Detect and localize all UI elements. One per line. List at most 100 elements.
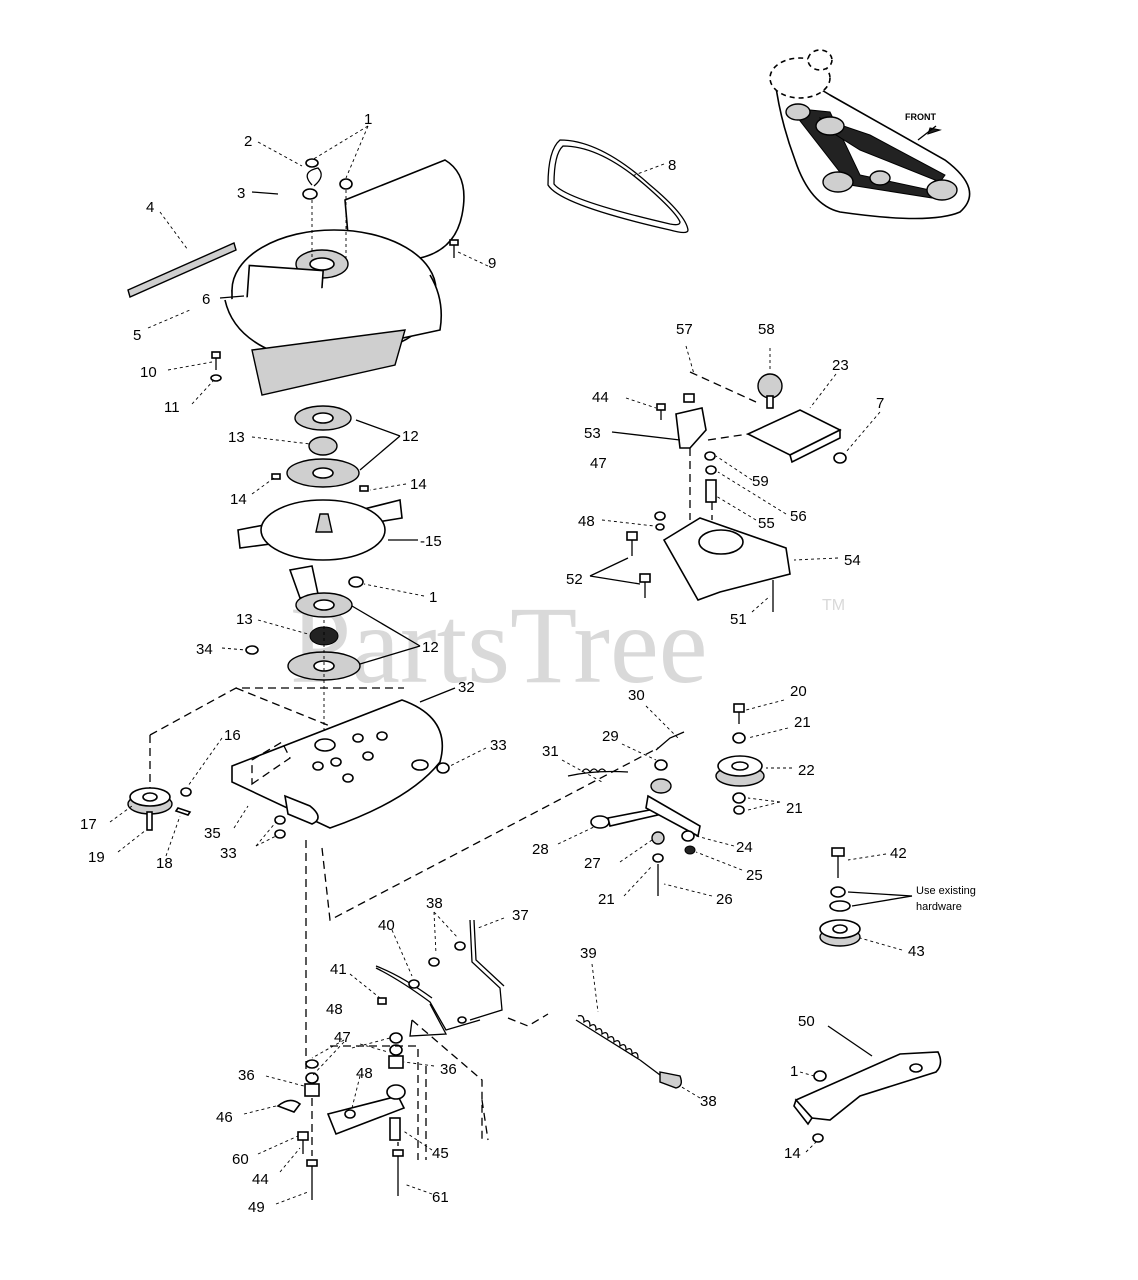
idler-pulley-22 [715, 703, 765, 815]
callout-2: 2 [244, 133, 252, 150]
callout-28: 28 [532, 841, 549, 858]
callout-labels: 1 2 3 4 5 6 8 9 10 11 13 12 14 14 -15 1 … [80, 111, 976, 1216]
callout-1: 1 [429, 589, 437, 606]
callout-49: 49 [248, 1199, 265, 1216]
callout-40: 40 [378, 917, 395, 934]
note-line-1: Use existing [916, 885, 976, 897]
blower-housing-assembly [224, 159, 465, 396]
callout-30: 30 [628, 687, 645, 704]
trademark-mark: TM [822, 597, 845, 614]
callout-44: 44 [592, 389, 609, 406]
callout-52: 52 [566, 571, 583, 588]
callout-12: 12 [402, 428, 419, 445]
callout-56: 56 [790, 508, 807, 525]
callout-16: 16 [224, 727, 241, 744]
callout-53: 53 [584, 425, 601, 442]
callout-47: 47 [334, 1029, 351, 1046]
callout-42: 42 [890, 845, 907, 862]
callout-41: 41 [330, 961, 347, 978]
callout-5: 5 [133, 327, 141, 344]
callout-26: 26 [716, 891, 733, 908]
callout-9: 9 [488, 255, 496, 272]
callout-50: 50 [798, 1013, 815, 1030]
callout-14: 14 [230, 491, 247, 508]
callout-33: 33 [490, 737, 507, 754]
callout-12: 12 [422, 639, 439, 656]
callout-13: 13 [236, 611, 253, 628]
callout-8: 8 [668, 157, 676, 174]
callout-20: 20 [790, 683, 807, 700]
mounting-plate [180, 699, 450, 829]
callout-22: 22 [798, 762, 815, 779]
callout-36: 36 [238, 1067, 255, 1084]
callout-38: 38 [426, 895, 443, 912]
nut-33-upper [274, 815, 286, 825]
callout-43: 43 [908, 943, 925, 960]
callout-59: 59 [752, 473, 769, 490]
callout-15: -15 [420, 533, 442, 550]
callout-17: 17 [80, 816, 97, 833]
callout-6: 6 [202, 291, 210, 308]
pulley-43 [819, 847, 861, 947]
callout-18: 18 [156, 855, 173, 872]
callout-51: 51 [730, 611, 747, 628]
callout-21: 21 [794, 714, 811, 731]
callout-58: 58 [758, 321, 775, 338]
callout-11: 11 [164, 399, 180, 416]
callout-48: 48 [326, 1001, 343, 1018]
spring-39 [575, 1014, 683, 1089]
callout-38: 38 [700, 1093, 717, 1110]
callout-1: 1 [364, 111, 372, 128]
callout-46: 46 [216, 1109, 233, 1126]
drive-belt [547, 139, 689, 234]
belt-routing-view: FRONT [769, 49, 971, 220]
callout-33: 33 [220, 845, 237, 862]
callout-32: 32 [458, 679, 475, 696]
pulley-17 [127, 787, 192, 831]
callout-7: 7 [876, 395, 884, 412]
callout-25: 25 [746, 867, 763, 884]
callout-39: 39 [580, 945, 597, 962]
callout-37: 37 [512, 907, 529, 924]
callout-44: 44 [252, 1171, 269, 1188]
callout-35: 35 [204, 825, 221, 842]
note-line-2: hardware [916, 901, 962, 913]
callout-14: 14 [410, 476, 427, 493]
callout-21: 21 [786, 800, 803, 817]
callout-36: 36 [440, 1061, 457, 1078]
callout-55: 55 [758, 515, 775, 532]
bellcrank-assembly [276, 1032, 406, 1200]
callout-23: 23 [832, 357, 849, 374]
callout-24: 24 [736, 839, 753, 856]
bolt-10-11 [210, 351, 222, 382]
callout-4: 4 [146, 199, 154, 216]
callout-31: 31 [542, 743, 559, 760]
bracket-assembly [626, 373, 847, 612]
deflector-bar [127, 242, 237, 298]
callout-48: 48 [578, 513, 595, 530]
bolt-9 [449, 239, 459, 258]
callout-1: 1 [790, 1063, 798, 1080]
callout-19: 19 [88, 849, 105, 866]
callout-29: 29 [602, 728, 619, 745]
callout-13: 13 [228, 429, 245, 446]
parts-tree-watermark: PartsTree [290, 584, 708, 706]
callout-60: 60 [232, 1151, 249, 1168]
callout-14: 14 [784, 1145, 801, 1162]
impeller-stack [237, 405, 403, 681]
callout-34: 34 [196, 641, 213, 658]
housing-hardware-top [302, 158, 353, 200]
callout-45: 45 [432, 1145, 449, 1162]
idler-lever-assembly [567, 731, 701, 896]
callout-10: 10 [140, 364, 157, 381]
nut-33-lower [274, 829, 286, 839]
callout-61: 61 [432, 1189, 449, 1206]
callout-3: 3 [237, 185, 245, 202]
linkage-rod-assembly [375, 919, 505, 1037]
callout-57: 57 [676, 321, 693, 338]
callout-47: 47 [590, 455, 607, 472]
callout-54: 54 [844, 552, 861, 569]
callout-27: 27 [584, 855, 601, 872]
deflector-bracket-50 [793, 1051, 942, 1143]
